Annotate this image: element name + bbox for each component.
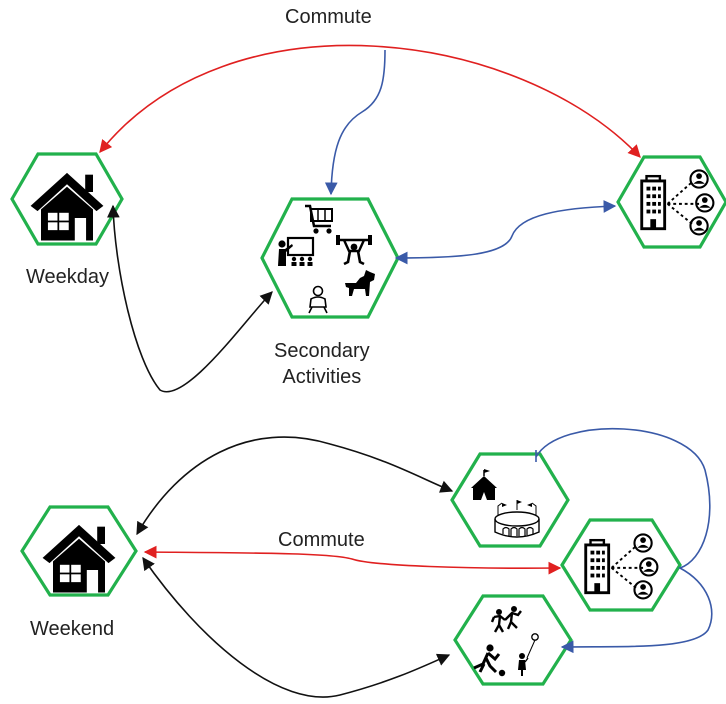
secondary-activities-label: Secondary Activities	[274, 338, 370, 390]
home-leisure-arrow	[136, 436, 454, 536]
commute-label-top: Commute	[285, 6, 372, 28]
home-sports-arrow	[142, 556, 451, 698]
secondary-work-arrow	[394, 200, 617, 265]
commute-to-secondary-arrow	[324, 49, 386, 196]
circus-tent-icon	[471, 469, 497, 500]
dancers-icon	[490, 606, 522, 633]
baby-icon	[308, 285, 328, 314]
shopping-cart-icon	[305, 204, 333, 234]
secondary-label-line2: Activities	[282, 366, 362, 388]
leisure-work-sports-arrow	[535, 427, 713, 654]
weightlifter-icon	[336, 235, 372, 266]
stadium-icon	[494, 500, 540, 538]
weekend-work-hexagon	[560, 518, 682, 612]
commute-arrow-top	[99, 44, 641, 158]
weekend-label: Weekend	[30, 618, 115, 640]
weekday-label: Weekday	[26, 266, 110, 288]
football-player-icon	[473, 644, 506, 677]
weekend-leisure-hexagon	[450, 452, 570, 548]
child-balloon-icon	[518, 633, 539, 676]
teacher-classroom-icon	[278, 236, 315, 266]
commute-label-bottom: Commute	[278, 529, 365, 551]
commute-arrow-bottom	[143, 545, 562, 575]
home-secondary-arrow-weekday	[106, 204, 273, 393]
secondary-label-line1: Secondary	[274, 340, 370, 362]
weekday-work-hexagon	[616, 155, 726, 249]
dog-icon	[345, 270, 375, 296]
